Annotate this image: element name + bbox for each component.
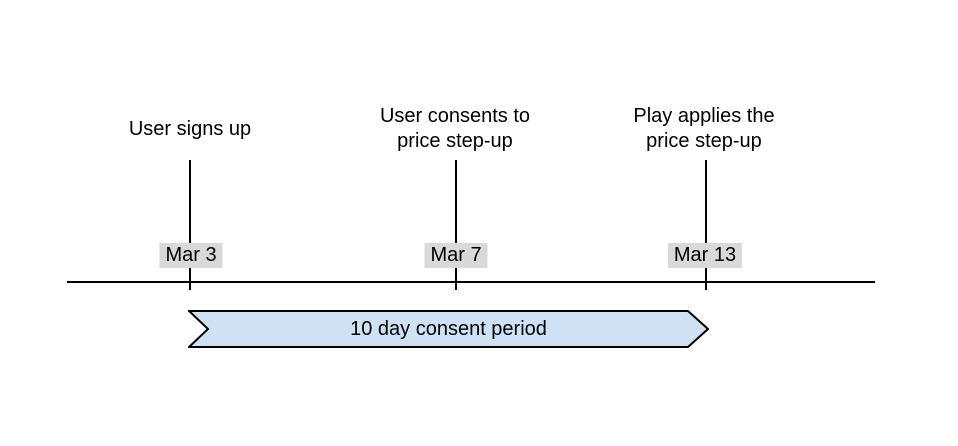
event-label-user-consents: User consents to price step-up bbox=[379, 105, 531, 152]
tick-line-mar-13 bbox=[705, 160, 707, 290]
tick-line-mar-7 bbox=[455, 160, 457, 290]
event-label-play-applies: Play applies the price step-up bbox=[633, 105, 775, 152]
date-badge-mar-3: Mar 3 bbox=[159, 243, 223, 268]
chevron-ribbon-shape bbox=[188, 310, 709, 348]
event-label-user-signs-up: User signs up bbox=[128, 117, 252, 140]
tick-line-mar-3 bbox=[189, 160, 191, 290]
date-badge-mar-7: Mar 7 bbox=[424, 243, 488, 268]
timeline-axis-line bbox=[67, 281, 875, 283]
consent-period-banner: 10 day consent period bbox=[188, 310, 709, 348]
date-badge-mar-13: Mar 13 bbox=[667, 243, 743, 268]
consent-period-label: 10 day consent period bbox=[350, 317, 547, 340]
